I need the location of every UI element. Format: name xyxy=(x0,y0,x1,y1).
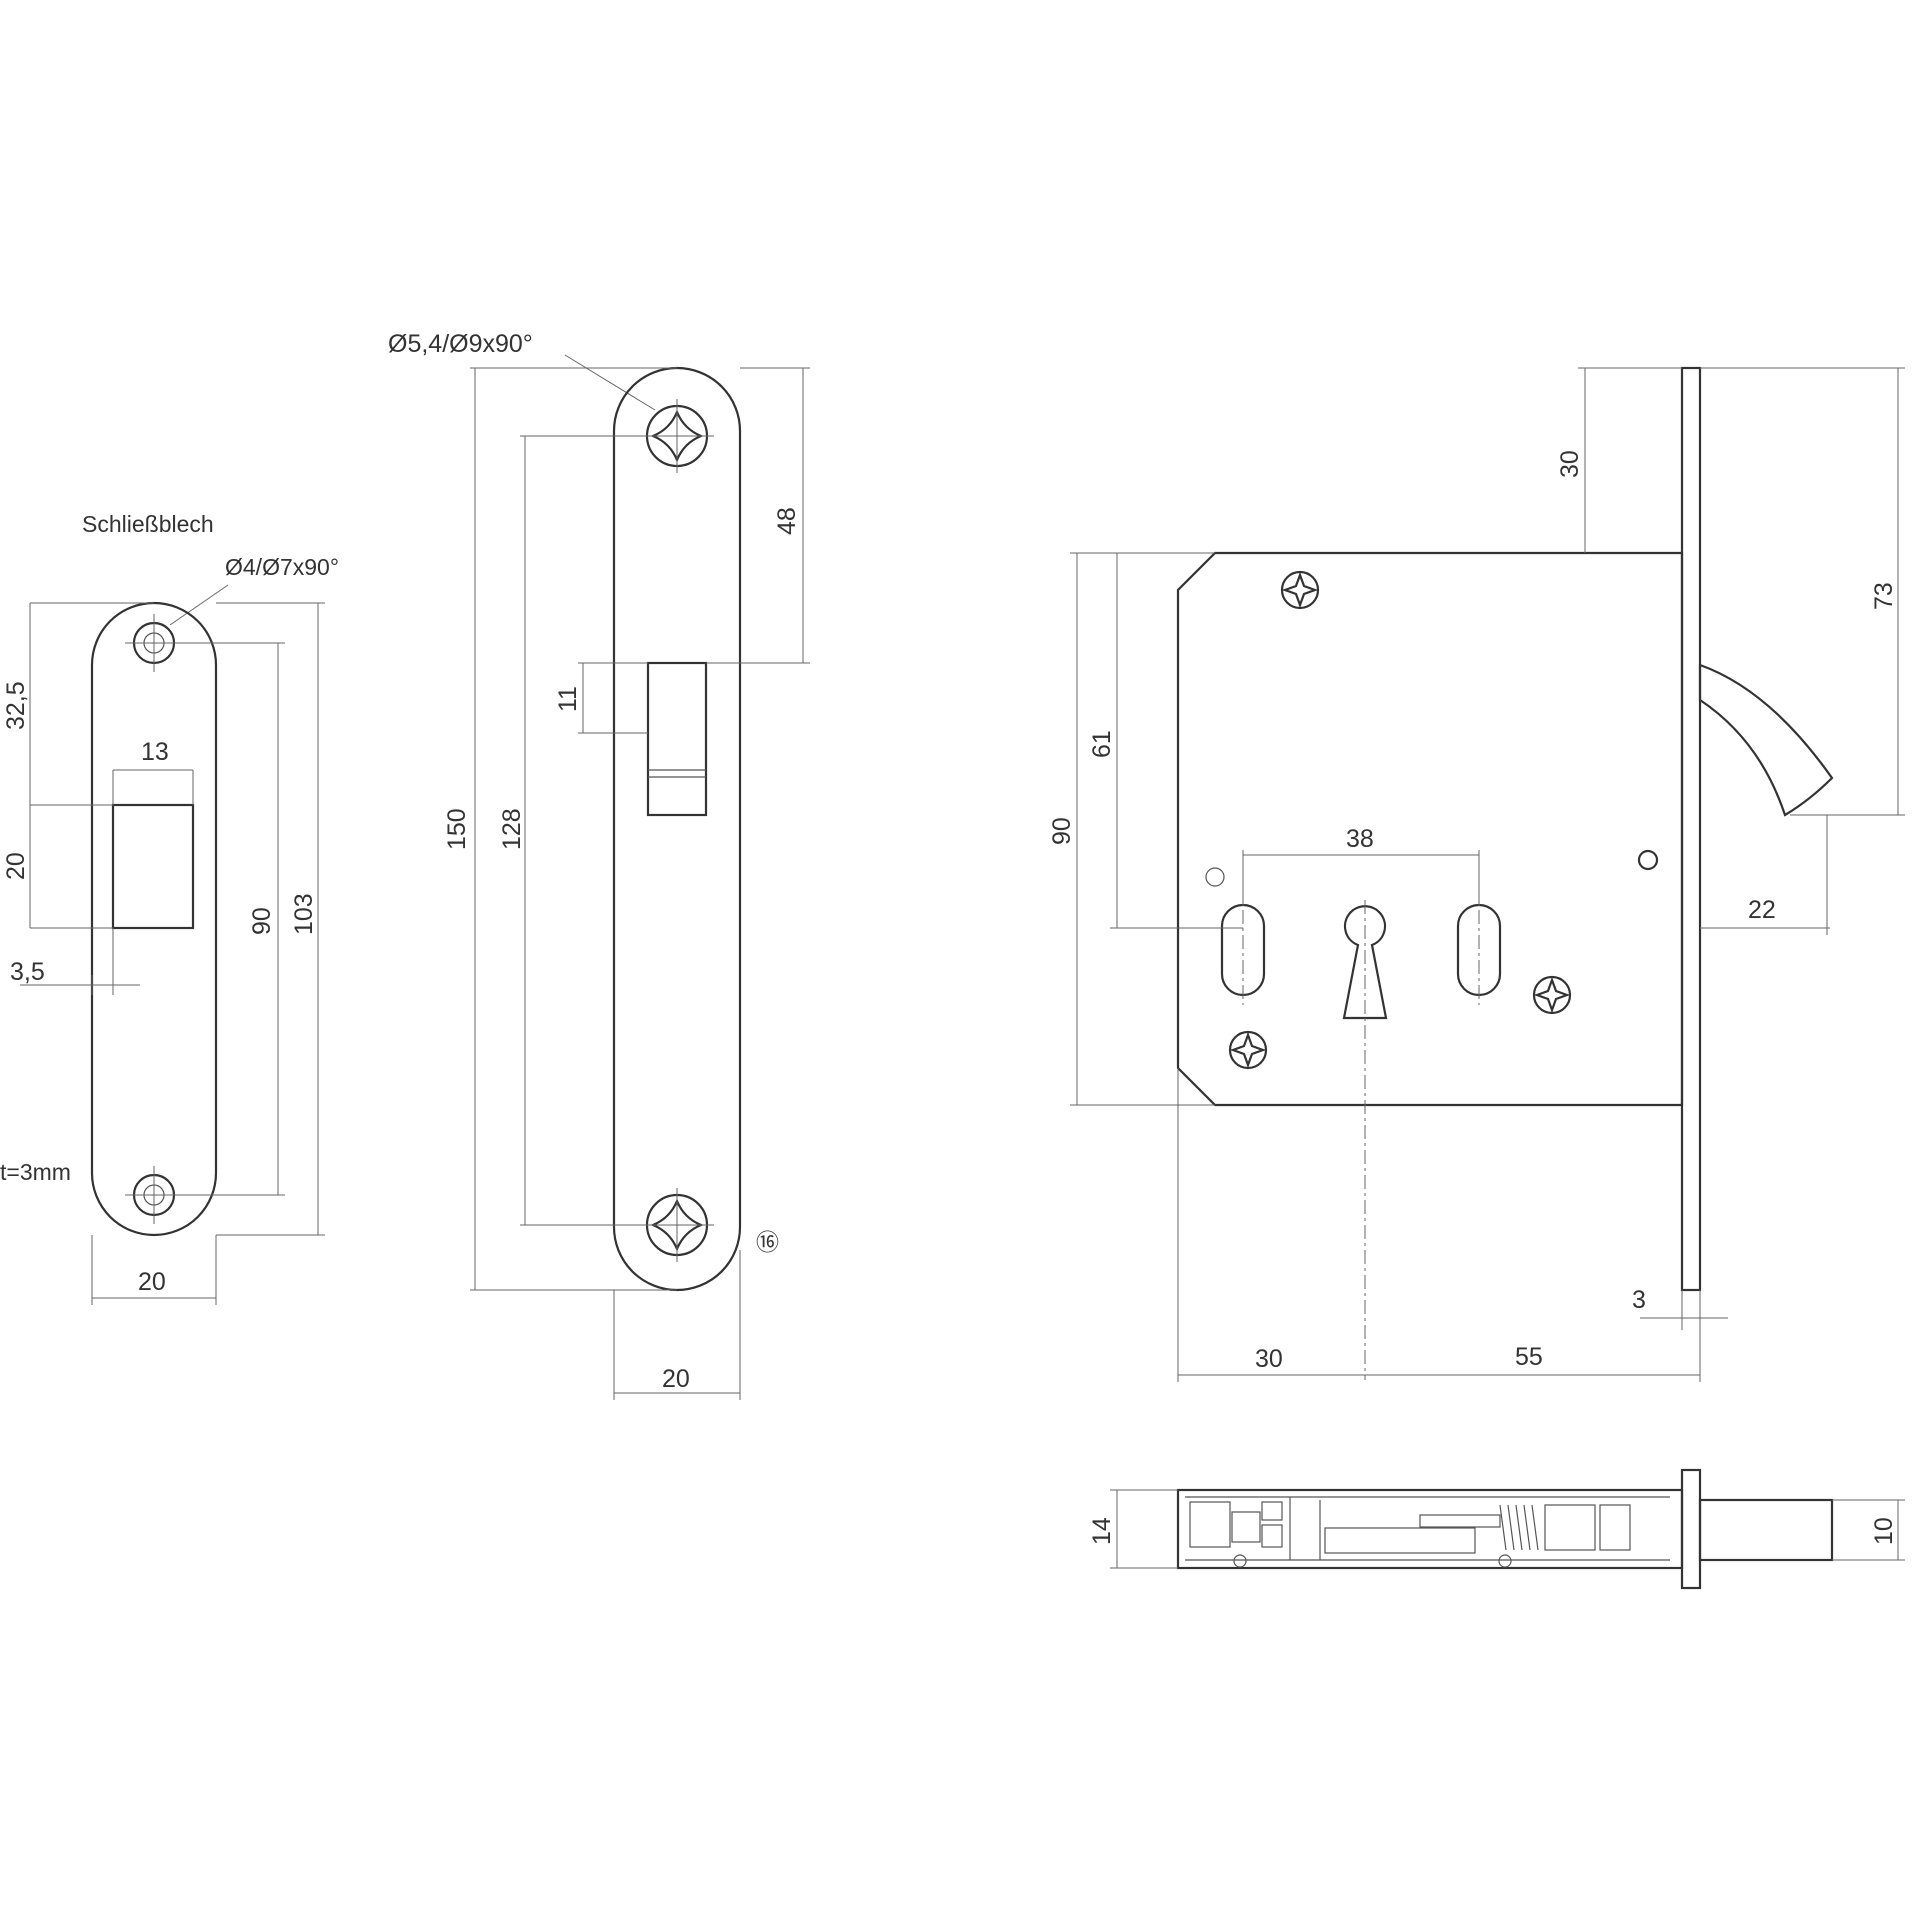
dim-55: 55 xyxy=(1515,1343,1543,1371)
case-small-hole-left xyxy=(1205,867,1225,887)
lock-case-outline xyxy=(1176,551,1684,1107)
hook-bolt xyxy=(1698,663,1834,817)
dim-61: 61 xyxy=(1088,730,1116,758)
lock-body-view: 30 73 61 90 38 22 3 30 55 xyxy=(1048,366,1905,1382)
hole-spec-leader xyxy=(169,584,229,626)
dim-13: 13 xyxy=(141,738,169,766)
faceplate-outline xyxy=(612,366,742,1292)
dim-48: 48 xyxy=(773,507,801,535)
faceplate-latch-opening xyxy=(646,661,708,817)
dim-3: 3 xyxy=(1632,1286,1646,1314)
strike-plate-outline xyxy=(90,601,218,1237)
dim-30-top: 30 xyxy=(1556,450,1584,478)
side-case-outline xyxy=(1176,1488,1684,1570)
faceplate-hole-leader xyxy=(564,354,656,411)
strike-plate-view: Schließblech Ø4/Ø7x90° 32,5 20 xyxy=(0,511,339,1305)
side-forend xyxy=(1680,1468,1702,1590)
strike-latch-slot xyxy=(111,803,195,930)
dim-11: 11 xyxy=(554,686,582,712)
faceplate-view: Ø5,4/Ø9x90° 150 128 xyxy=(388,330,810,1400)
dim-90-case: 90 xyxy=(1048,817,1076,845)
dim-73: 73 xyxy=(1870,582,1898,610)
side-bolt xyxy=(1698,1498,1834,1562)
dim-20-slot: 20 xyxy=(2,852,30,880)
dim-103: 103 xyxy=(290,893,318,935)
dim-20-faceplate-width: 20 xyxy=(662,1365,690,1393)
strike-thickness: t=3mm xyxy=(0,1159,71,1185)
dim-3-5: 3,5 xyxy=(10,958,45,986)
dim-22: 22 xyxy=(1748,896,1776,924)
dim-90-strike: 90 xyxy=(248,907,276,935)
dim-128: 128 xyxy=(498,808,526,850)
case-screw-top xyxy=(1280,570,1320,610)
dim-14: 14 xyxy=(1088,1517,1116,1545)
faceplate-hole-spec: Ø5,4/Ø9x90° xyxy=(388,330,533,358)
lock-forend xyxy=(1680,366,1702,1292)
keyhole xyxy=(1342,905,1388,1020)
dim-20-strike-width: 20 xyxy=(138,1268,166,1296)
case-screw-right xyxy=(1532,975,1572,1015)
case-screw-left xyxy=(1228,1030,1268,1070)
dim-32-5: 32,5 xyxy=(2,681,30,730)
strike-plate-title: Schließblech xyxy=(82,511,214,537)
strike-hole-spec: Ø4/Ø7x90° xyxy=(225,554,339,580)
dim-30-bottom: 30 xyxy=(1255,1345,1283,1373)
dim-38: 38 xyxy=(1346,825,1374,853)
lock-side-view: 14 10 xyxy=(1088,1468,1905,1590)
case-small-hole-right xyxy=(1637,849,1659,871)
side-mechanism xyxy=(1185,1496,1670,1568)
faceplate-mark: ⑯ xyxy=(756,1229,779,1255)
dim-10: 10 xyxy=(1870,1517,1898,1545)
dim-150: 150 xyxy=(443,808,471,850)
